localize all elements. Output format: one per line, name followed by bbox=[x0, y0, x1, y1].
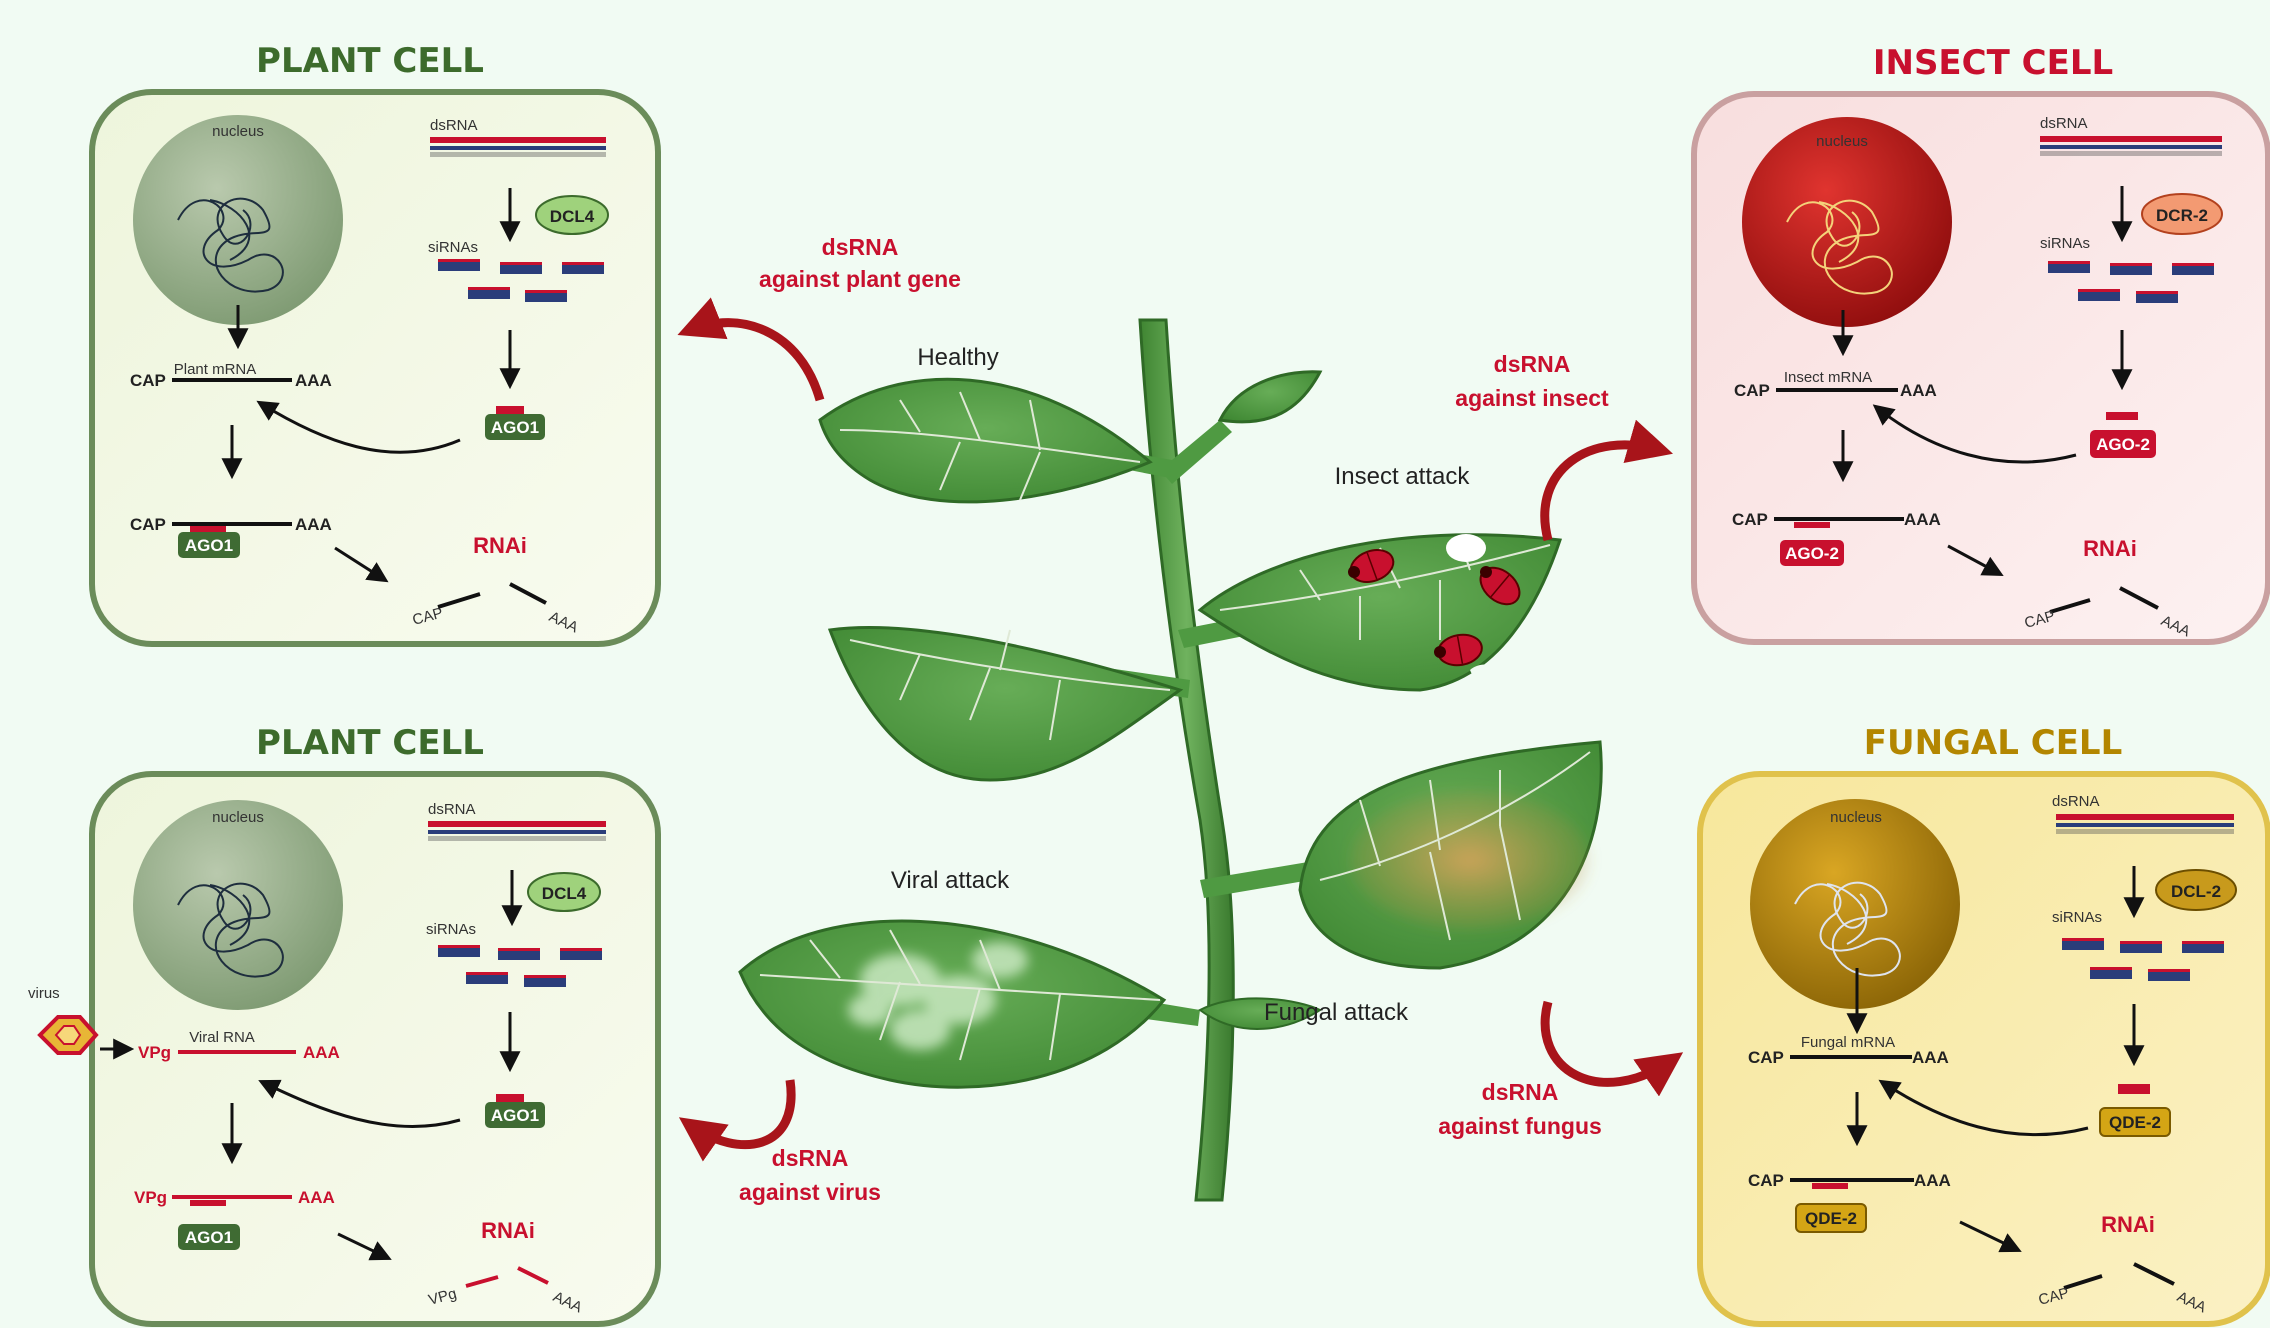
svg-text:AAA: AAA bbox=[303, 1043, 340, 1062]
aaa-label: AAA bbox=[295, 371, 332, 390]
svg-text:AAA: AAA bbox=[1900, 381, 1937, 400]
svg-text:AGO1: AGO1 bbox=[491, 1106, 539, 1125]
insect-attack-label: Insect attack bbox=[1335, 463, 1471, 490]
healthy-label: Healthy bbox=[917, 344, 998, 371]
svg-text:dsRNA: dsRNA bbox=[2040, 115, 2088, 132]
arrow-virus: dsRNA against virus bbox=[690, 1080, 881, 1205]
panel-title: FUNGAL CELL bbox=[1864, 723, 2123, 763]
svg-text:AGO1: AGO1 bbox=[491, 418, 539, 437]
svg-text:QDE-2: QDE-2 bbox=[1805, 1209, 1857, 1228]
svg-text:Viral RNA: Viral RNA bbox=[189, 1029, 255, 1046]
leaf-hole bbox=[1446, 534, 1486, 562]
svg-text:against plant gene: against plant gene bbox=[759, 266, 961, 292]
fungal-attack-label: Fungal attack bbox=[1264, 999, 1409, 1026]
svg-text:CAP: CAP bbox=[1734, 381, 1770, 400]
svg-text:nucleus: nucleus bbox=[1830, 809, 1882, 826]
arrow-plant-gene: dsRNA against plant gene bbox=[690, 234, 961, 400]
panel-fungal: FUNGAL CELL nucleus CAP Fungal mRNA AAA … bbox=[1700, 723, 2268, 1324]
svg-text:AGO-2: AGO-2 bbox=[2096, 435, 2150, 454]
svg-text:VPg: VPg bbox=[134, 1188, 167, 1207]
nucleus bbox=[133, 800, 343, 1010]
panel-plant-bottom: PLANT CELL nucleus virus VPg Viral RNA A… bbox=[28, 723, 658, 1324]
svg-text:CAP: CAP bbox=[1748, 1048, 1784, 1067]
svg-text:DCL4: DCL4 bbox=[542, 884, 587, 903]
plant-illustration: Healthy Insect attack Viral attack Funga… bbox=[740, 320, 1601, 1200]
svg-text:siRNAs: siRNAs bbox=[2052, 909, 2102, 926]
svg-text:AAA: AAA bbox=[298, 1188, 335, 1207]
svg-text:nucleus: nucleus bbox=[1816, 133, 1868, 150]
svg-text:AGO1: AGO1 bbox=[185, 536, 233, 555]
svg-text:Insect mRNA: Insect mRNA bbox=[1784, 369, 1872, 386]
cap-label: CAP bbox=[130, 371, 166, 390]
svg-text:siRNAs: siRNAs bbox=[426, 921, 476, 938]
arrow-fungus: dsRNA against fungus bbox=[1438, 1002, 1672, 1139]
arrow-insect: dsRNA against insect bbox=[1455, 351, 1660, 540]
svg-text:dsRNA: dsRNA bbox=[1494, 351, 1571, 377]
svg-text:dsRNA: dsRNA bbox=[2052, 793, 2100, 810]
svg-text:dsRNA: dsRNA bbox=[822, 234, 899, 260]
nucleus bbox=[1750, 799, 1960, 1009]
svg-text:dsRNA: dsRNA bbox=[772, 1145, 849, 1171]
panel-plant-top: PLANT CELL nucleus CAP Plant mRNA AAA CA… bbox=[92, 41, 658, 644]
panel-title: PLANT CELL bbox=[256, 723, 484, 763]
dsrna-label: dsRNA bbox=[430, 117, 478, 134]
sirnas-label: siRNAs bbox=[428, 239, 478, 256]
svg-text:dsRNA: dsRNA bbox=[428, 801, 476, 818]
svg-text:nucleus: nucleus bbox=[212, 809, 264, 826]
svg-text:against fungus: against fungus bbox=[1438, 1113, 1602, 1139]
svg-text:AGO1: AGO1 bbox=[185, 1228, 233, 1247]
svg-text:Fungal mRNA: Fungal mRNA bbox=[1801, 1034, 1895, 1051]
viral-attack-label: Viral attack bbox=[891, 867, 1010, 894]
mrna-label: Plant mRNA bbox=[174, 361, 257, 378]
svg-text:siRNAs: siRNAs bbox=[2040, 235, 2090, 252]
svg-text:against insect: against insect bbox=[1455, 385, 1609, 411]
panel-title: INSECT CELL bbox=[1873, 43, 2113, 83]
virus-label: virus bbox=[28, 985, 60, 1002]
panel-title: PLANT CELL bbox=[256, 41, 484, 81]
vpg-label: VPg bbox=[138, 1043, 171, 1062]
nucleus bbox=[133, 115, 343, 325]
svg-text:RNAi: RNAi bbox=[2083, 536, 2137, 561]
rnai-label: RNAi bbox=[473, 533, 527, 558]
svg-text:CAP: CAP bbox=[130, 515, 166, 534]
svg-text:AAA: AAA bbox=[1912, 1048, 1949, 1067]
svg-text:CAP: CAP bbox=[1732, 510, 1768, 529]
svg-text:DCR-2: DCR-2 bbox=[2156, 206, 2208, 225]
nucleus-label: nucleus bbox=[212, 123, 264, 140]
svg-text:CAP: CAP bbox=[1748, 1171, 1784, 1190]
panel-insect: INSECT CELL nucleus CAP Insect mRNA AAA … bbox=[1694, 43, 2268, 642]
svg-text:RNAi: RNAi bbox=[481, 1218, 535, 1243]
svg-text:AAA: AAA bbox=[1914, 1171, 1951, 1190]
svg-text:dsRNA: dsRNA bbox=[1482, 1079, 1559, 1105]
svg-text:DCL-2: DCL-2 bbox=[2171, 882, 2221, 901]
svg-text:RNAi: RNAi bbox=[2101, 1212, 2155, 1237]
svg-text:against virus: against virus bbox=[739, 1179, 881, 1205]
svg-text:AAA: AAA bbox=[1904, 510, 1941, 529]
svg-text:DCL4: DCL4 bbox=[550, 207, 595, 226]
svg-text:AGO-2: AGO-2 bbox=[1785, 544, 1839, 563]
svg-text:AAA: AAA bbox=[295, 515, 332, 534]
svg-text:QDE-2: QDE-2 bbox=[2109, 1113, 2161, 1132]
